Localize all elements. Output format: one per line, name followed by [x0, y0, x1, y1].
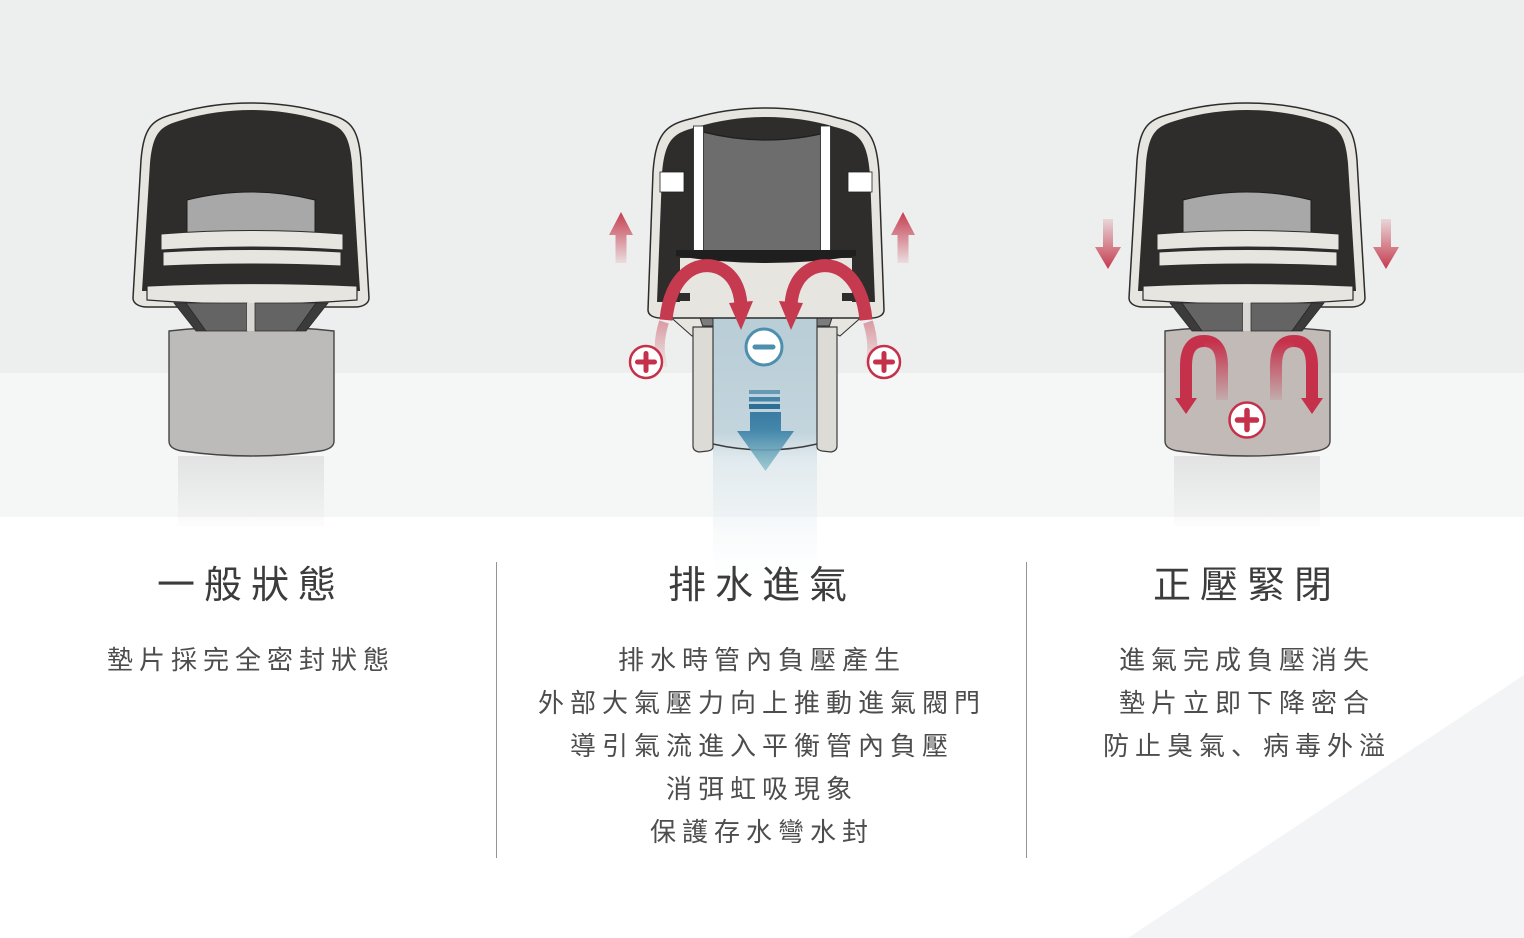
panel-line: 導引氣流進入平衡管內負壓 [569, 731, 954, 761]
panel-line: 墊片採完全密封狀態 [106, 645, 395, 675]
downflow-arrow-icon [737, 390, 794, 471]
minus-icon [744, 327, 784, 367]
piston-slot-right [820, 125, 831, 255]
plus-icon [1228, 401, 1266, 439]
piston-slot-left [693, 125, 704, 255]
panel-body-normal: 墊片採完全密封狀態 [0, 639, 531, 682]
cap-lip [676, 250, 856, 263]
figure-drain-intake-valve [609, 107, 915, 575]
valve-cap-closed [1128, 102, 1366, 332]
plus-icon-right [866, 344, 902, 380]
panel-body-drain: 排水時管內負壓產生 外部大氣壓力向上推動進氣閥門 導引氣流進入平衡管內負壓 消弭… [482, 639, 1042, 854]
panel-title-drain: 排水進氣 [667, 565, 856, 607]
inflow-arrowhead-right [779, 301, 803, 330]
plus-icon-left [628, 344, 664, 380]
pipe-wall-right [816, 326, 838, 453]
pipe-shadow [178, 456, 324, 526]
figure-positive-pressure-valve [1095, 102, 1399, 526]
up-arrow-icon-left [609, 212, 633, 263]
panel-line: 消弭虹吸現象 [665, 774, 858, 804]
down-arrow-icon-left [1095, 219, 1121, 269]
figure-normal-valve [132, 102, 370, 526]
arch-arrow-right [1270, 335, 1323, 414]
panel-line: 外部大氣壓力向上推動進氣閥門 [537, 688, 986, 718]
cap-tab-left [659, 171, 685, 193]
up-arrow-icon-right [891, 212, 915, 263]
panel-line: 防止臭氣、病毒外溢 [1102, 731, 1391, 761]
column-divider-right [1026, 562, 1027, 858]
panel-title-positive: 正壓緊閉 [1152, 565, 1341, 607]
inflow-arrowhead-left [729, 301, 753, 330]
arch-arrow-left [1175, 335, 1228, 414]
down-arrow-icon-right [1373, 219, 1399, 269]
panel-line: 排水時管內負壓產生 [617, 645, 906, 675]
column-divider-left [496, 562, 497, 858]
valve-pipe [168, 325, 335, 457]
inflow-curved-arrow-left [659, 259, 748, 321]
panel-title-normal: 一般狀態 [156, 565, 345, 607]
panel-line: 墊片立即下降密合 [1118, 688, 1375, 718]
pipe-wall-left [692, 326, 714, 453]
inflow-curved-arrow-right [784, 259, 873, 321]
panel-line: 保護存水彎水封 [649, 817, 874, 847]
panel-line: 進氣完成負壓消失 [1118, 645, 1375, 675]
pipe-shadow [1174, 456, 1320, 526]
valve-piston [702, 131, 830, 257]
panel-body-positive: 進氣完成負壓消失 墊片立即下降密合 防止臭氣、病毒外溢 [967, 639, 1524, 768]
cap-tab-right [847, 171, 873, 193]
valve-cap-closed [132, 102, 370, 332]
